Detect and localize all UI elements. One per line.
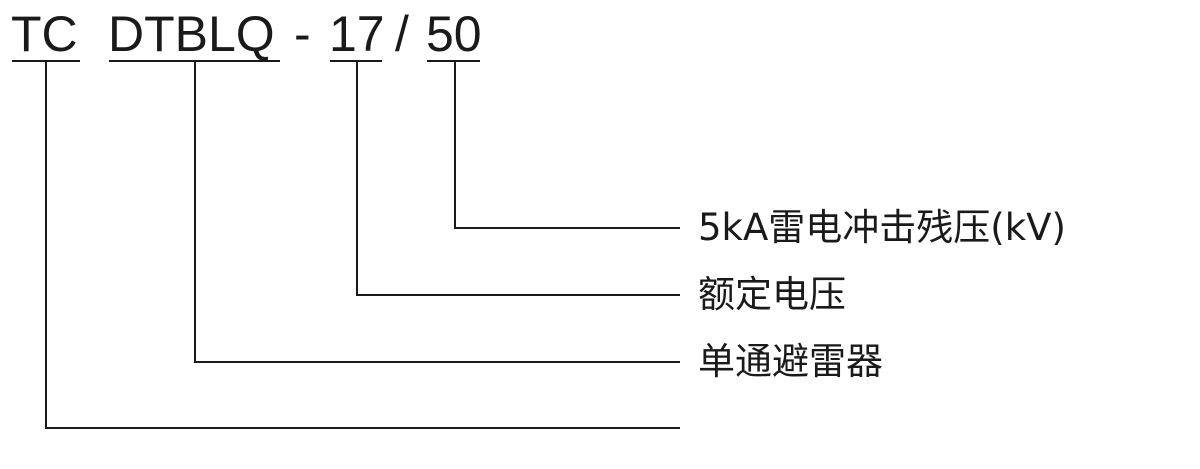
leader-rated-voltage xyxy=(356,61,680,296)
code-residual-voltage: 50 xyxy=(426,6,482,62)
leader-prefix xyxy=(45,61,680,429)
code-rated-voltage: 17 xyxy=(329,6,385,62)
label-rated-voltage: 额定电压 xyxy=(698,273,846,316)
code-dash: - xyxy=(294,6,311,62)
code-type: DTBLQ xyxy=(108,6,275,62)
code-prefix: TC xyxy=(11,6,78,62)
label-type: 单通避雷器 xyxy=(698,340,883,383)
leader-type xyxy=(194,61,680,363)
label-residual-voltage: 5kA雷电冲击残压(kV) xyxy=(698,206,1066,249)
leader-residual-voltage xyxy=(454,61,680,229)
code-slash: / xyxy=(395,6,409,62)
